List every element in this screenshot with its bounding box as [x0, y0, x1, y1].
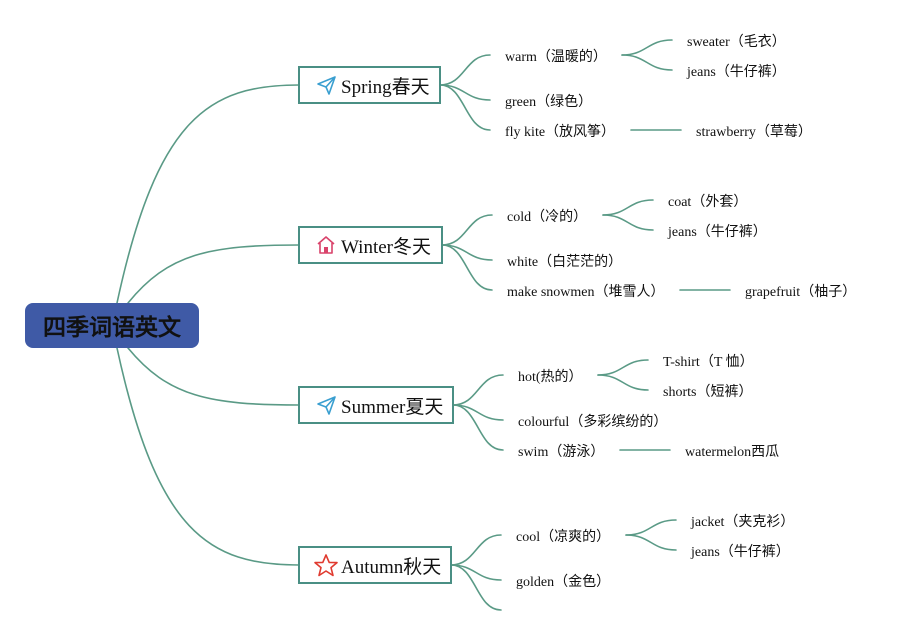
item-summer-colourful[interactable]: colourful（多彩缤纷的） — [518, 413, 667, 430]
item-summer-watermelon[interactable]: watermelon西瓜 — [685, 445, 779, 460]
home-icon — [317, 236, 335, 254]
edge-winter-item-2 — [441, 244, 493, 291]
edge-spring-item-2 — [439, 84, 491, 131]
star-icon — [314, 554, 338, 577]
paper-plane-icon — [317, 396, 336, 415]
branch-summer-label: Summer夏天 — [341, 397, 443, 418]
item-winter-cold[interactable]: cold（冷的） — [507, 209, 587, 225]
edge-autumn-item-2 — [450, 564, 502, 611]
edge-spring-warm-sweater — [621, 39, 673, 56]
item-spring-green[interactable]: green（绿色） — [505, 93, 592, 110]
branch-summer-box — [298, 386, 454, 424]
edge-root-summer — [127, 347, 300, 406]
edge-winter-cold-jeans — [602, 214, 654, 231]
branch-spring[interactable]: Spring春天 — [298, 66, 441, 104]
branch-autumn[interactable]: Autumn秋天 — [298, 546, 452, 584]
edge-root-spring — [116, 84, 300, 304]
item-winter-white[interactable]: white（白茫茫的） — [507, 254, 622, 270]
edge-spring-item-0 — [439, 54, 491, 86]
edge-winter-item-0 — [441, 214, 493, 246]
connector-lines — [116, 39, 731, 611]
item-winter-snowmen[interactable]: make snowmen（堆雪人） — [507, 284, 664, 300]
item-autumn-golden[interactable]: golden（金色） — [516, 573, 610, 590]
item-spring-jeans[interactable]: jeans（牛仔裤） — [686, 64, 786, 80]
edge-summer-hot-tshirt — [597, 359, 649, 376]
root-node[interactable]: 四季词语英文 — [25, 303, 199, 348]
branch-spring-label: Spring春天 — [341, 76, 430, 98]
item-summer-shorts[interactable]: shorts（短裤） — [663, 384, 752, 400]
item-winter-jeans[interactable]: jeans（牛仔裤） — [667, 224, 767, 240]
edge-summer-hot-shorts — [597, 374, 649, 391]
branch-winter[interactable]: Winter冬天 — [298, 226, 443, 264]
item-spring-warm[interactable]: warm（温暖的） — [505, 49, 607, 65]
item-winter-grapefruit[interactable]: grapefruit（柚子） — [745, 284, 856, 300]
branch-autumn-box — [298, 546, 452, 584]
branch-winter-label: Winter冬天 — [341, 236, 431, 258]
item-spring-sweater[interactable]: sweater（毛衣） — [687, 34, 786, 50]
edge-root-autumn — [116, 347, 300, 566]
item-summer-hot[interactable]: hot(热的） — [518, 369, 583, 385]
edge-autumn-cool-jacket — [625, 519, 677, 536]
edge-summer-item-2 — [452, 404, 504, 451]
edge-autumn-item-0 — [450, 534, 502, 566]
branch-winter-box — [298, 226, 443, 264]
item-spring-fly-kite[interactable]: fly kite（放风筝） — [505, 123, 615, 140]
item-winter-coat[interactable]: coat（外套） — [668, 194, 747, 210]
root-node-label: 四季词语英文 — [43, 314, 182, 341]
item-autumn-cool[interactable]: cool（凉爽的） — [516, 529, 610, 545]
item-summer-swim[interactable]: swim（游泳） — [518, 444, 604, 460]
item-autumn-jacket[interactable]: jacket（夹克衫） — [690, 514, 794, 530]
branch-autumn-label: Autumn秋天 — [341, 556, 441, 578]
paper-plane-icon — [317, 76, 336, 95]
item-spring-strawberry[interactable]: strawberry（草莓） — [696, 124, 812, 140]
item-summer-tshirt[interactable]: T-shirt（T 恤） — [663, 354, 754, 370]
branch-summer[interactable]: Summer夏天 — [298, 386, 454, 424]
edge-spring-warm-jeans — [621, 54, 673, 71]
edge-summer-item-0 — [452, 374, 504, 406]
edge-winter-cold-coat — [602, 199, 654, 216]
item-autumn-jeans[interactable]: jeans（牛仔裤） — [690, 544, 790, 560]
edge-root-winter — [127, 244, 300, 304]
edge-autumn-cool-jeans — [625, 534, 677, 551]
root-node-box — [25, 303, 199, 348]
